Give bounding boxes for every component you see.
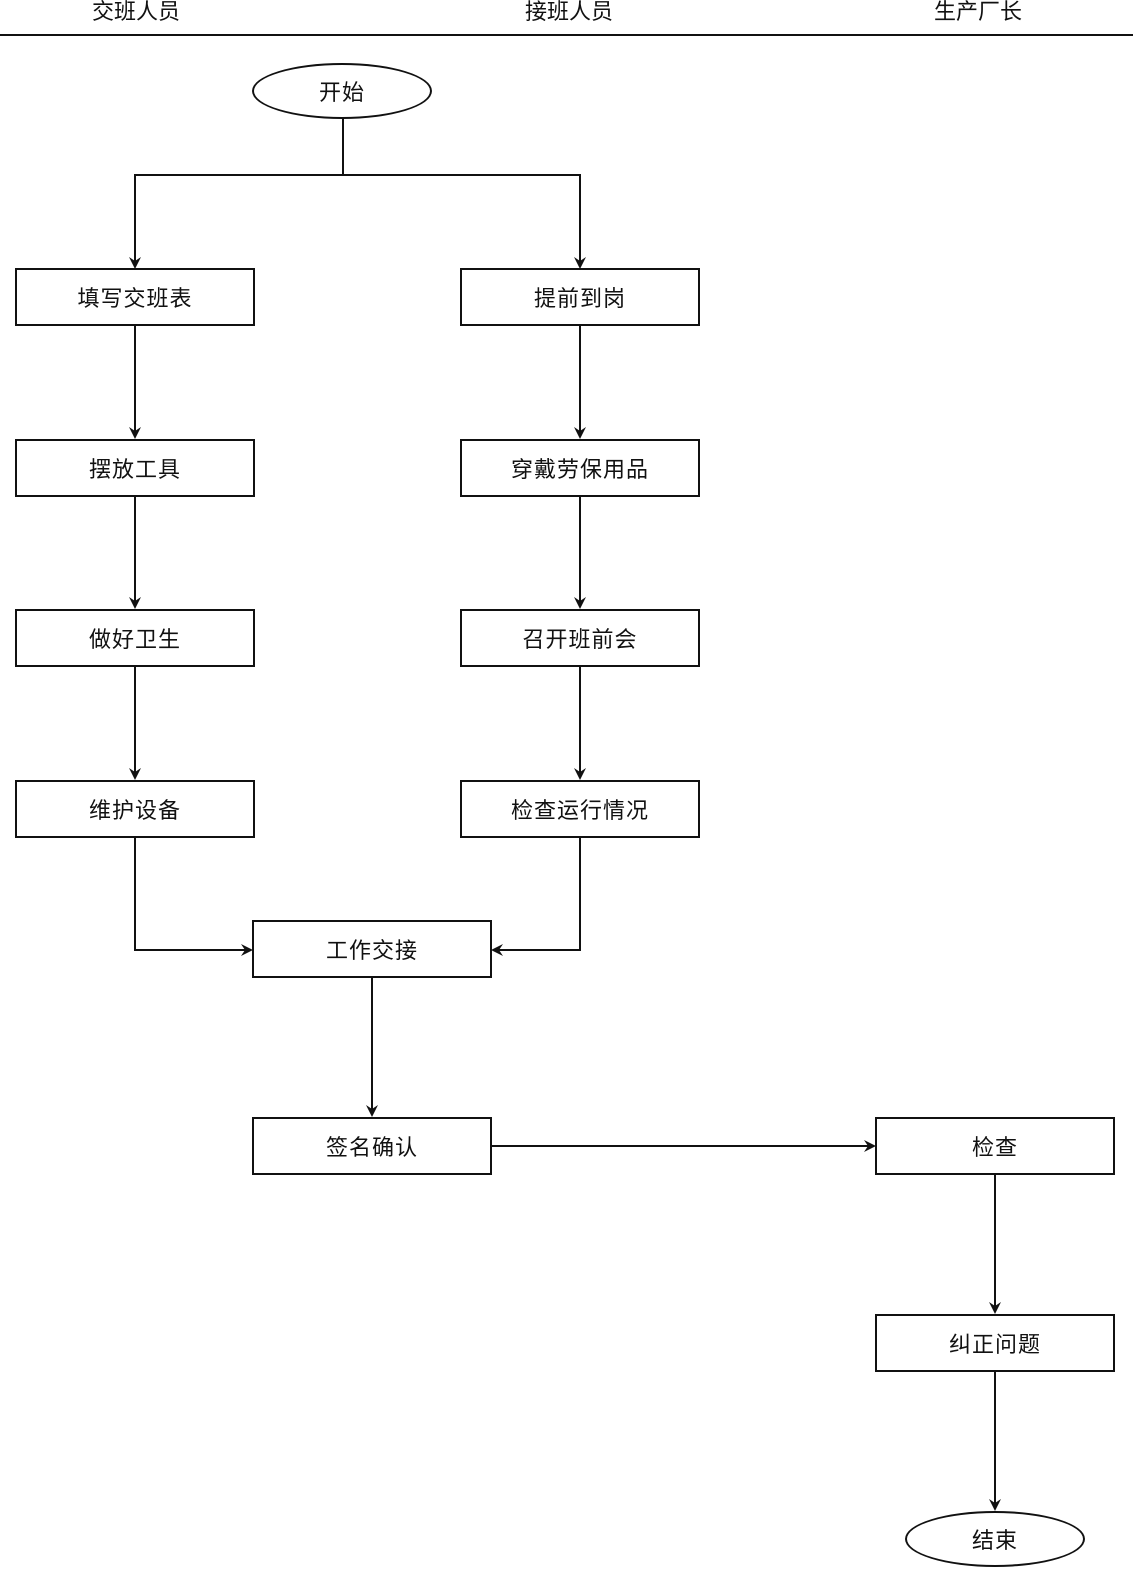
lane-header-manager: 生产厂长 [933,0,1022,25]
lane-header-handover: 交班人员 [91,0,180,25]
step-correct-issues: 纠正问题 [875,1314,1115,1372]
step-pre-shift-meeting: 召开班前会 [460,609,700,667]
step-clean-up: 做好卫生 [15,609,255,667]
edge-maintain-handover [134,837,253,956]
step-place-tools: 摆放工具 [15,439,255,497]
step-check-operation: 检查运行情况 [460,780,700,838]
lane-header-takeover: 接班人员 [524,0,613,25]
edge-start-arrive-early [343,174,586,269]
edge-start-fill-form [129,117,344,269]
end-terminal: 结束 [905,1511,1085,1567]
start-terminal: 开始 [252,63,432,119]
step-inspect: 检查 [875,1117,1115,1175]
step-wear-ppe: 穿戴劳保用品 [460,439,700,497]
step-fill-handover-form: 填写交班表 [15,268,255,326]
step-work-handover: 工作交接 [252,920,492,978]
header-divider [0,34,1133,36]
step-maintain-equipment: 维护设备 [15,780,255,838]
step-sign-confirm: 签名确认 [252,1117,492,1175]
edge-check-operation-handover [491,837,581,956]
step-arrive-early: 提前到岗 [460,268,700,326]
